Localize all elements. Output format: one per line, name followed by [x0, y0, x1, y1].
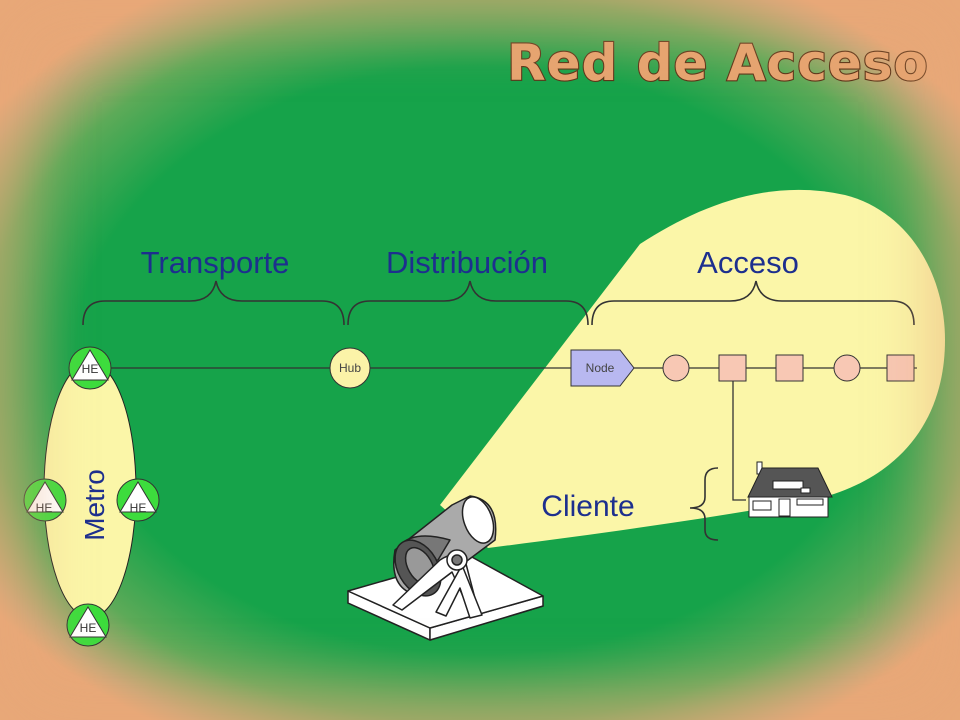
- brace-client: [689, 467, 719, 541]
- amplifier-1: [662, 354, 690, 382]
- spotlight-beam: [440, 189, 945, 548]
- drop-line: [732, 380, 746, 501]
- slide-title: Red de Acceso: [507, 34, 929, 92]
- triangle-icon: [26, 481, 64, 513]
- he-node-top: HE: [68, 346, 112, 390]
- spotlight-icon: [347, 495, 544, 641]
- brace-access: [591, 280, 915, 326]
- he-node-right: HE: [116, 478, 160, 522]
- brace-distribution: [347, 280, 589, 326]
- house-icon: [747, 461, 833, 518]
- tap-3: [886, 354, 915, 382]
- node-box: Node: [570, 349, 635, 387]
- triangle-icon: [119, 481, 157, 513]
- he-label-top: HE: [82, 362, 99, 376]
- hub-label: Hub: [339, 361, 361, 375]
- segment-label-access: Acceso: [697, 245, 799, 280]
- triangle-icon: [69, 606, 107, 638]
- client-label: Cliente: [541, 490, 634, 523]
- tap-2: [775, 354, 804, 382]
- he-label-left: HE: [36, 501, 53, 515]
- segment-label-distribution: Distribución: [386, 245, 548, 280]
- triangle-icon: [71, 349, 109, 381]
- node-label: Node: [586, 361, 615, 375]
- segment-label-transport: Transporte: [141, 245, 290, 280]
- metro-label: Metro: [79, 469, 110, 541]
- he-node-bottom: HE: [66, 603, 110, 647]
- he-label-right: HE: [130, 501, 147, 515]
- hub-node: Hub: [329, 347, 371, 389]
- amplifier-2: [833, 354, 861, 382]
- brace-transport: [82, 280, 345, 326]
- tap-1: [718, 354, 747, 382]
- he-node-left: HE: [23, 478, 67, 522]
- he-label-bottom: HE: [80, 621, 97, 635]
